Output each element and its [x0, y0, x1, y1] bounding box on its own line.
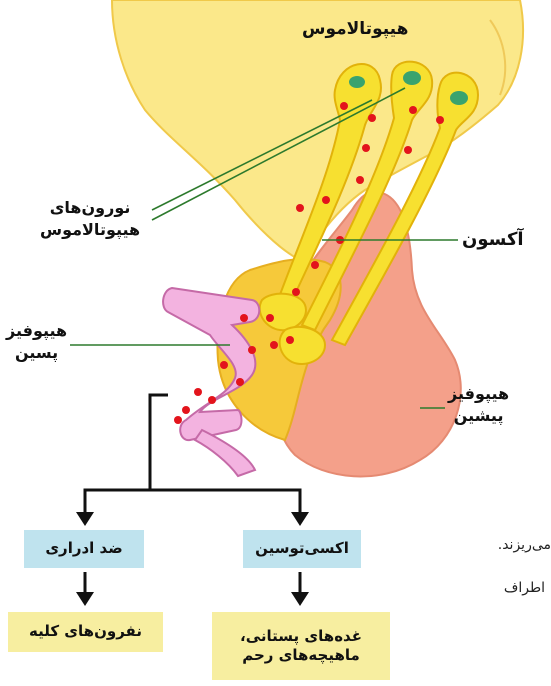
- nucleus: [450, 91, 468, 105]
- box-line: ماهیچه‌های رحم: [242, 646, 360, 666]
- label-hypothalamic-neurons: نورون‌های هیپوتالاموس: [40, 197, 140, 240]
- label-axon: آکسون: [462, 228, 524, 252]
- nucleus: [403, 71, 421, 85]
- label-line: پیشین: [448, 405, 509, 427]
- label-line: هیپوفیز: [6, 320, 67, 342]
- label-line: هیپوفیز: [448, 383, 509, 405]
- label-posterior-pituitary: هیپوفیز پسین: [6, 320, 67, 363]
- label-anterior-pituitary: هیپوفیز پیشین: [448, 383, 509, 426]
- box-kidney-nephrons: نفرون‌های کلیه: [8, 612, 163, 652]
- side-text-line1: می‌ریزند.: [498, 537, 551, 553]
- box-antidiuretic: ضد ادراری: [24, 530, 144, 568]
- label-line: پسین: [6, 342, 67, 364]
- box-line: غده‌های پستانی،: [240, 627, 362, 647]
- nucleus: [349, 76, 365, 88]
- label-line: نورون‌های: [40, 197, 140, 219]
- side-text-line2: اطراف: [504, 580, 545, 596]
- label-hypothalamus: هیپوتالاموس: [302, 18, 408, 41]
- box-target-organs: غده‌های پستانی، ماهیچه‌های رحم: [212, 612, 390, 680]
- box-oxytocin: اکسی‌توسین: [243, 530, 361, 568]
- label-line: هیپوتالاموس: [40, 219, 140, 241]
